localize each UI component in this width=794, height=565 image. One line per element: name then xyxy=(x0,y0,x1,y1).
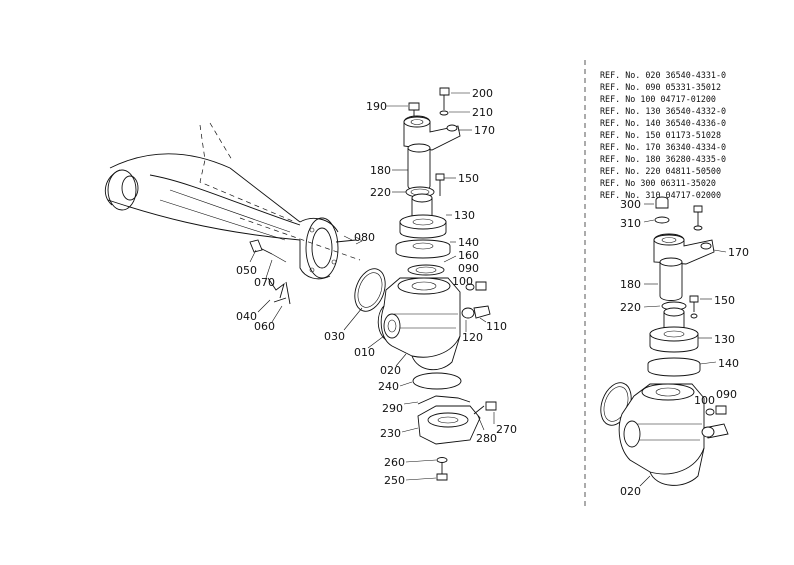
inset-callout-310: 310 xyxy=(620,217,641,230)
inset-callout-220: 220 xyxy=(620,301,641,314)
inset-callout-020: 020 xyxy=(620,485,641,498)
axle-housing-drawing xyxy=(104,122,363,305)
inset-callout-180: 180 xyxy=(620,278,641,291)
ref-row: REF. No. 140 36540-4336-0 xyxy=(600,118,726,128)
callout-260: 260 xyxy=(384,456,405,469)
callout-250: 250 xyxy=(384,474,405,487)
inset-callouts: 300 310 170 180 220 150 130 140 100 090 … xyxy=(620,198,749,498)
inset-callout-170: 170 xyxy=(728,246,749,259)
callout-240: 240 xyxy=(378,380,399,393)
ref-row: REF. No 100 04717-01200 xyxy=(600,94,716,104)
ref-row: REF. No. 310 04717-02000 xyxy=(600,190,721,200)
callout-020: 020 xyxy=(380,364,401,377)
ref-row: REF. No. 170 36340-4334-0 xyxy=(600,142,726,152)
callout-170: 170 xyxy=(474,124,495,137)
inset-callout-300: 300 xyxy=(620,198,641,211)
callout-080: 080 xyxy=(354,231,375,244)
ref-row: REF. No. 130 36540-4332-0 xyxy=(600,106,726,116)
inset-callout-150: 150 xyxy=(714,294,735,307)
callout-190: 190 xyxy=(366,100,387,113)
callout-150: 150 xyxy=(458,172,479,185)
callout-200: 200 xyxy=(472,87,493,100)
main-callouts: 190 200 210 170 180 220 150 130 140 160 … xyxy=(236,87,517,487)
callout-230: 230 xyxy=(380,427,401,440)
callout-140: 140 xyxy=(458,236,479,249)
ref-row: REF. No. 020 36540-4331-0 xyxy=(600,70,726,80)
inset-callout-140: 140 xyxy=(718,357,739,370)
callout-040: 040 xyxy=(236,310,257,323)
callout-100: 100 xyxy=(452,275,473,288)
callout-030: 030 xyxy=(324,330,345,343)
callout-220: 220 xyxy=(370,186,391,199)
callout-060: 060 xyxy=(254,320,275,333)
callout-290: 290 xyxy=(382,402,403,415)
knuckle-assembly-drawing xyxy=(354,87,497,481)
callout-070: 070 xyxy=(254,276,275,289)
callout-270: 270 xyxy=(496,423,517,436)
callout-130: 130 xyxy=(454,209,475,222)
callout-210: 210 xyxy=(472,106,493,119)
callout-010: 010 xyxy=(354,346,375,359)
callout-160: 160 xyxy=(458,249,479,262)
ref-row: REF. No. 090 05331-35012 xyxy=(600,82,721,92)
reference-list: REF. No. 020 36540-4331-0 REF. No. 090 0… xyxy=(600,70,726,200)
ref-row: REF. No 300 06311-35020 xyxy=(600,178,716,188)
inset-callout-130: 130 xyxy=(714,333,735,346)
callout-090: 090 xyxy=(458,262,479,275)
ref-row: REF. No. 180 36280-4335-0 xyxy=(600,154,726,164)
inset-callout-100: 100 xyxy=(694,394,715,407)
inset-callout-090: 090 xyxy=(716,388,737,401)
callout-120: 120 xyxy=(462,331,483,344)
callout-050: 050 xyxy=(236,264,257,277)
inset-knuckle-drawing xyxy=(600,196,729,486)
callout-280: 280 xyxy=(476,432,497,445)
callout-180: 180 xyxy=(370,164,391,177)
ref-row: REF. No. 150 01173-51028 xyxy=(600,130,721,140)
ref-row: REF. No. 220 04811-50500 xyxy=(600,166,721,176)
callout-110: 110 xyxy=(486,320,507,333)
